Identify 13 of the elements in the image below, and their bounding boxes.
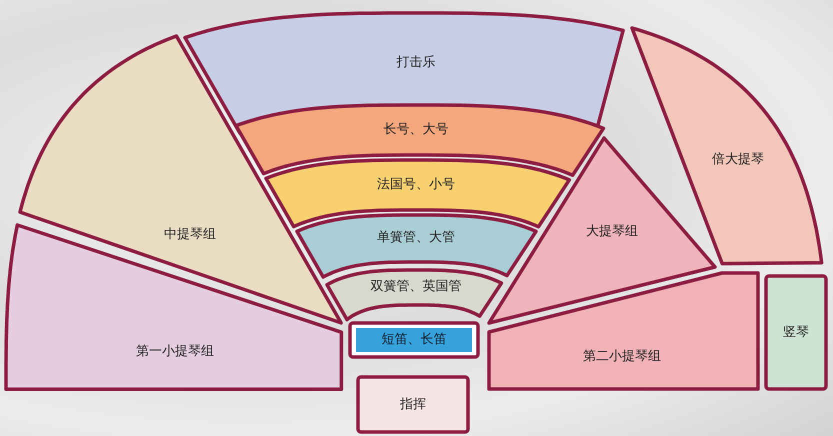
section-label: 短笛、长笛 <box>382 332 446 348</box>
section-label: 长号、大号 <box>383 122 448 138</box>
section-label: 打击乐 <box>396 55 436 71</box>
section-label: 双簧管、英国管 <box>370 280 462 296</box>
section-label: 竖琴 <box>783 324 809 340</box>
section-label: 第二小提琴组 <box>583 349 661 365</box>
section-label: 单簧管、大管 <box>376 230 455 246</box>
section-label: 大提琴组 <box>586 224 638 240</box>
section-label: 法国号、小号 <box>376 177 455 193</box>
section-label: 中提琴组 <box>164 227 216 243</box>
section-label: 第一小提琴组 <box>136 344 214 360</box>
section-label: 指挥 <box>400 396 426 412</box>
section-label: 倍大提琴 <box>712 152 764 168</box>
